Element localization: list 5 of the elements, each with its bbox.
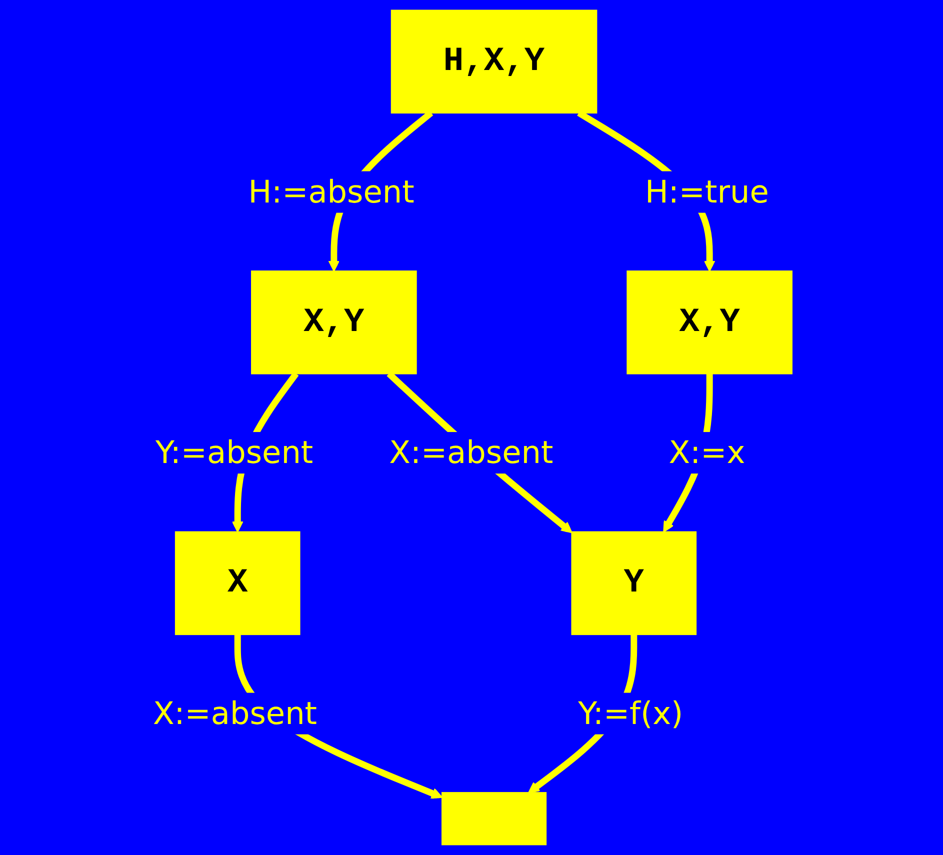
process-box: H,X,Y (391, 10, 598, 114)
process-box: Y (572, 531, 697, 636)
process-box: X (175, 531, 301, 636)
process-box: X,Y (627, 270, 793, 374)
process-box: X,Y (251, 270, 418, 374)
